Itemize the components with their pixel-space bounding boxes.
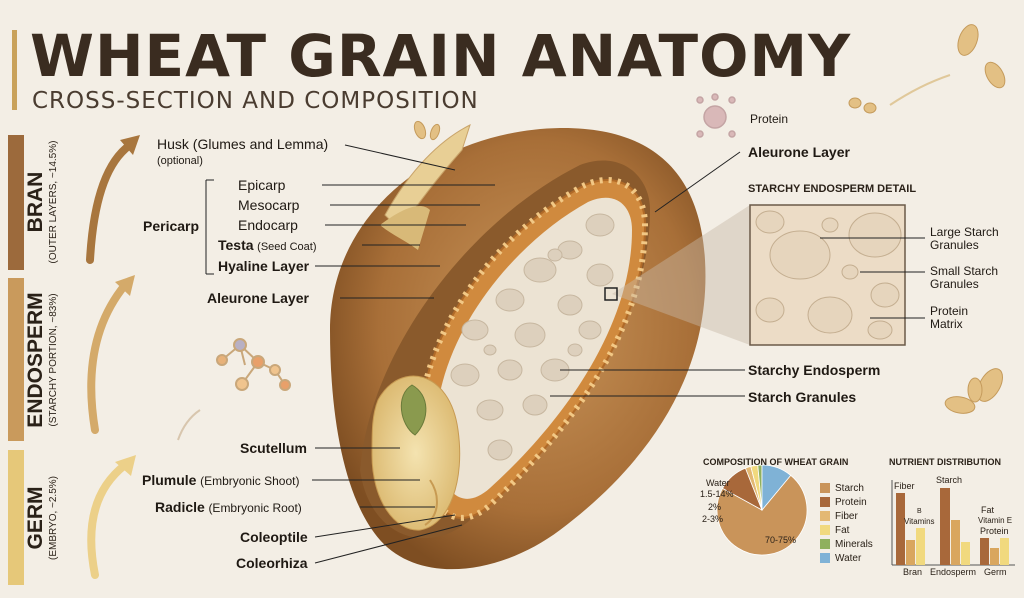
hyaline-layer-label: Hyaline Layer xyxy=(218,258,310,274)
bran-arrow xyxy=(86,141,134,264)
germ-arrow xyxy=(87,461,129,579)
page-subtitle: CROSS-SECTION AND COMPOSITION xyxy=(32,88,479,114)
protein-matrix-label: Protein Matrix xyxy=(930,304,969,331)
page-title: WHEAT GRAIN ANATOMY xyxy=(30,22,852,90)
fiber-annotation: Fiber xyxy=(894,481,915,491)
germ-arrow-head xyxy=(115,455,136,476)
leader-lines xyxy=(205,144,925,564)
coleorhiza-label: Coleorhiza xyxy=(236,555,308,571)
germ-axis-label: Germ xyxy=(984,567,1007,577)
legend-swatch xyxy=(820,553,830,563)
endosperm-fat-bar xyxy=(961,542,970,565)
epicarp-label: Epicarp xyxy=(238,177,286,193)
composition-pie-chart xyxy=(716,464,808,556)
endosperm-bar xyxy=(8,278,24,441)
endosperm-protein-bar xyxy=(951,520,960,565)
vitamins-annotation: Vitamins xyxy=(904,517,935,526)
bran-axis-label: Bran xyxy=(903,567,923,577)
bran-bar xyxy=(8,135,24,270)
detail-marker xyxy=(604,287,618,301)
legend-item-minerals: Minerals xyxy=(820,537,873,551)
legend-swatch xyxy=(820,497,830,507)
protein-annotation: Protein xyxy=(980,526,1009,536)
endosperm-starch-bar xyxy=(940,488,950,565)
germ-bar xyxy=(8,450,24,585)
starch-granules-label: Starch Granules xyxy=(748,389,857,405)
protein-label: Protein xyxy=(750,112,789,126)
germ-area xyxy=(371,375,461,531)
endocarp-label: Endocarp xyxy=(238,217,298,233)
radicle-label: Radicle (Embryonic Root) xyxy=(155,499,302,515)
detail-granules xyxy=(755,210,902,340)
legend-label: Fiber xyxy=(835,510,858,522)
aleurone-layer-label-left: Aleurone Layer xyxy=(207,290,309,306)
legend-label: Fat xyxy=(835,524,850,536)
legend-item-fiber: Fiber xyxy=(820,509,873,523)
fat-annotation: Fat xyxy=(981,505,995,515)
legend-item-fat: Fat xyxy=(820,523,873,537)
legend-item-water: Water xyxy=(820,551,873,565)
large-granules-label: Large Starch Granules xyxy=(930,225,999,252)
legend-label: Water xyxy=(835,552,862,564)
detail-connector xyxy=(612,205,750,345)
nutrient-title: NUTRIENT DISTRIBUTION xyxy=(889,457,1001,467)
pie-slice-starch xyxy=(716,474,808,556)
title-accent-bar xyxy=(12,30,17,110)
germ-vitamin-bar xyxy=(990,548,999,565)
protein-icon xyxy=(696,93,736,138)
decorative-grains xyxy=(413,24,1006,414)
pericarp-label: Pericarp xyxy=(143,218,200,234)
legend-label: Protein xyxy=(835,496,867,508)
plumule-label: Plumule (Embryonic Shoot) xyxy=(142,472,300,488)
b-annotation: B xyxy=(917,508,922,515)
legend-label: Starch xyxy=(835,482,864,494)
fiber-slice-label: 2% xyxy=(708,502,722,512)
endosperm-arrow-head xyxy=(115,275,135,296)
legend-label: Minerals xyxy=(835,538,873,550)
legend-swatch xyxy=(820,539,830,549)
water-slice-label: Water xyxy=(706,478,730,488)
starch-annotation: Starch xyxy=(936,475,963,485)
nutrient-bars xyxy=(891,480,1015,566)
coleoptile-label: Coleoptile xyxy=(240,529,308,545)
composition-title: COMPOSITION OF WHEAT GRAIN xyxy=(703,457,849,467)
fat-slice-label: 2-3% xyxy=(702,514,724,524)
legend-item-protein: Protein xyxy=(820,495,873,509)
legend-item-starch: Starch xyxy=(820,481,873,495)
germ-protein-bar xyxy=(1000,538,1009,565)
water-value-label: 1.5-14% xyxy=(700,489,734,499)
germ-fat-bar xyxy=(980,538,989,565)
starch-slice-label: 70-75% xyxy=(765,535,797,545)
bran-arrow-head xyxy=(120,135,140,155)
endosperm-arrow xyxy=(87,281,129,434)
detail-title: STARCHY ENDOSPERM DETAIL xyxy=(748,183,917,195)
starch-granule-cluster xyxy=(450,213,615,461)
pie-slice-water xyxy=(761,464,792,512)
small-granules-label: Small Starch Granules xyxy=(930,264,999,291)
legend-swatch xyxy=(820,525,830,535)
plumule-leaf xyxy=(400,384,427,436)
molecule-decoration xyxy=(216,338,291,391)
bran-starch-bar xyxy=(906,540,915,565)
bran-fiber-bar xyxy=(896,493,905,565)
legend-swatch xyxy=(820,483,830,493)
vitamin-e-annotation: Vitamin E xyxy=(978,516,1013,525)
testa-label: Testa (Seed Coat) xyxy=(218,237,317,253)
bran-vitamin-bar xyxy=(916,528,925,565)
endosperm-axis-label: Endosperm xyxy=(930,567,977,577)
starchy-endosperm-label: Starchy Endosperm xyxy=(748,362,881,378)
scutellum-label: Scutellum xyxy=(240,440,307,456)
aleurone-layer-label-right: Aleurone Layer xyxy=(748,144,850,160)
mesocarp-label: Mesocarp xyxy=(238,197,300,213)
husk-label: Husk (Glumes and Lemma) (optional) xyxy=(157,136,329,167)
starchy-endosperm-area xyxy=(436,197,632,499)
legend-swatch xyxy=(820,511,830,521)
